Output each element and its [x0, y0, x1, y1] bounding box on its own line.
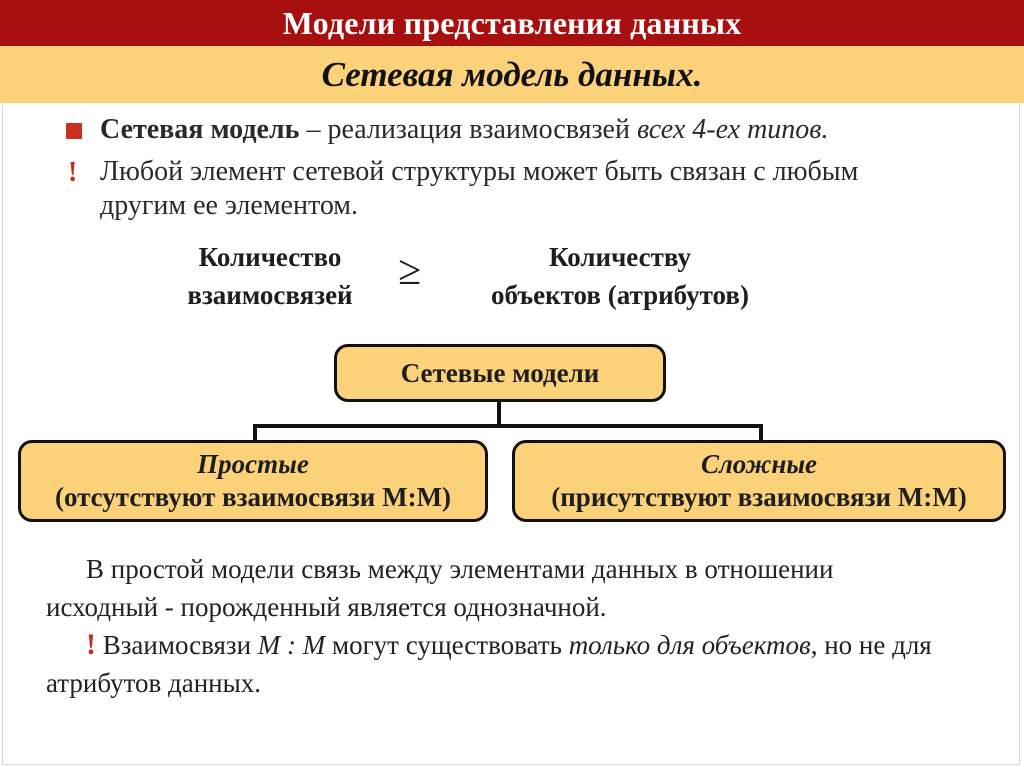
- comparison-left-line: Количество: [198, 242, 342, 272]
- bullet-line: Любой элемент сетевой структуры может бы…: [100, 156, 859, 187]
- subtitle-bar: Сетевая модель данных.: [0, 46, 1024, 103]
- connector-line: [253, 424, 763, 428]
- connector-line: [497, 400, 501, 428]
- connector-line: [759, 424, 763, 442]
- bullet-any-element: Любой элемент сетевой структуры может бы…: [100, 155, 858, 223]
- connector-line: [253, 424, 257, 442]
- comparison-left-line: взаимосвязей: [187, 280, 353, 310]
- square-bullet-icon: [66, 123, 82, 139]
- bullet-line: другим ее элементом.: [100, 190, 359, 221]
- root-box-network-models: Сетевые модели: [334, 344, 666, 402]
- bullet-network-model: Сетевая модель – реализация взаимосвязей…: [100, 113, 828, 147]
- note-italic: только для объектов: [568, 630, 811, 660]
- note-text: могут существовать: [325, 630, 569, 660]
- child-box-title: Сложные: [700, 449, 818, 479]
- root-box-label: Сетевые модели: [400, 357, 600, 388]
- child-box-simple: Простые (отсутствуют взаимосвязи М:М): [18, 440, 488, 522]
- comparison-left: Количество взаимосвязей: [160, 238, 380, 314]
- note-line: атрибутов данных.: [46, 668, 262, 698]
- comparison-right-line: Количеству: [548, 242, 692, 272]
- note-text: Взаимосвязи: [96, 630, 258, 660]
- comparison-right: Количеству объектов (атрибутов): [455, 238, 785, 314]
- bullet-term: Сетевая модель: [100, 114, 300, 145]
- bullet-text: – реализация взаимосвязей: [299, 114, 637, 145]
- child-box-subtitle: (отсутствуют взаимосвязи М:М): [54, 482, 452, 512]
- comparison-right-line: объектов (атрибутов): [491, 280, 749, 310]
- note-line: В простой модели связь между элементами …: [86, 554, 834, 584]
- child-box-subtitle: (присутствуют взаимосвязи М:М): [551, 482, 967, 512]
- slide-title: Модели представления данных: [282, 4, 742, 41]
- slide-subtitle: Сетевая модель данных.: [321, 54, 703, 94]
- note-italic: М : М: [257, 630, 326, 660]
- note-simple-model: В простой модели связь между элементами …: [46, 550, 1006, 626]
- note-mm-relations: ! Взаимосвязи М : М могут существовать т…: [46, 626, 1006, 702]
- exclamation-icon: !: [68, 157, 78, 188]
- note-line: ! Взаимосвязи М : М могут существовать т…: [46, 626, 1006, 664]
- title-bar: Модели представления данных: [0, 0, 1024, 46]
- child-box-title: Простые: [197, 449, 309, 479]
- greater-equal-symbol: ≥: [398, 248, 422, 294]
- child-box-complex: Сложные (присутствуют взаимосвязи М:М): [512, 440, 1006, 522]
- note-line: исходный - порожденный является однознач…: [46, 592, 607, 622]
- exclamation-icon: !: [86, 628, 96, 661]
- bullet-italic: всех 4-ех типов.: [636, 114, 829, 145]
- note-text: , но не для: [810, 630, 932, 660]
